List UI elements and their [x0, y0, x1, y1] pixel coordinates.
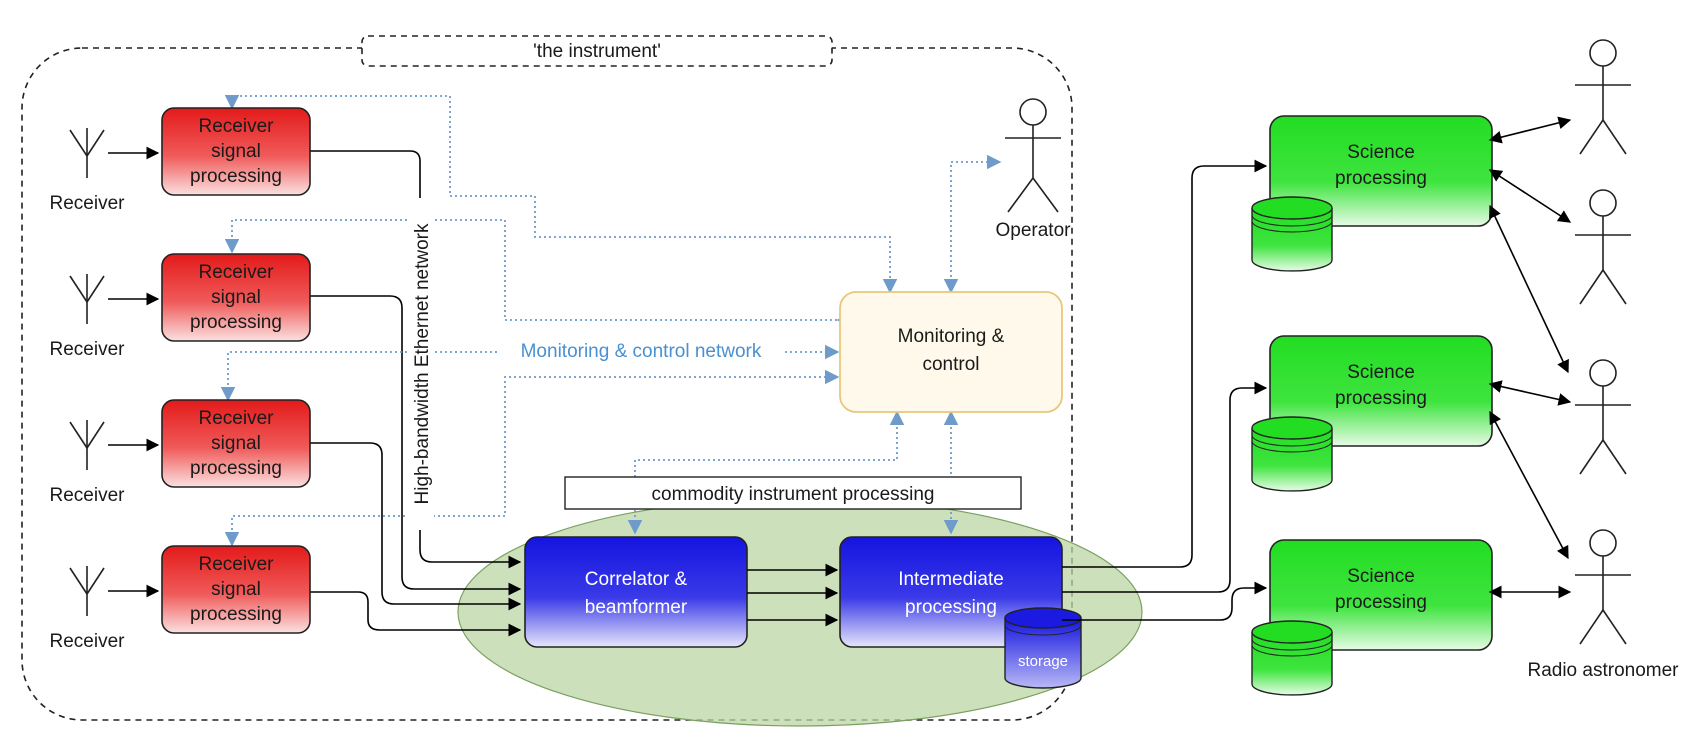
correlator-beamformer-box[interactable]: [524, 536, 748, 648]
monitoring-network-label-bg: [497, 337, 785, 363]
receiver-box-label: signal: [211, 579, 261, 600]
monitoring-control-label-1: Monitoring &: [898, 326, 1005, 347]
monitoring-control-label-2: control: [922, 354, 979, 375]
radio-astronomer-icon: [1575, 529, 1631, 645]
commodity-label-box: [564, 476, 1022, 510]
receiver-box-label: processing: [190, 458, 282, 479]
database-cylinder-icon: [1251, 620, 1333, 696]
radio-astronomer-icon: [1575, 189, 1631, 305]
instrument-label: 'the instrument': [533, 41, 661, 62]
receiver-label: Receiver: [50, 631, 126, 652]
receiver-box-label: processing: [190, 604, 282, 625]
receiver-box-label: Receiver: [199, 116, 275, 137]
receiver-box-label: signal: [211, 433, 261, 454]
radio-astronomer-label: Radio astronomer: [1527, 660, 1679, 681]
radio-astronomer-icon: [1575, 39, 1631, 155]
science-box-label: Science: [1347, 566, 1415, 587]
database-cylinder-icon: [1251, 196, 1333, 272]
receiver-box-label: processing: [190, 166, 282, 187]
correlator-label-2: beamformer: [585, 597, 688, 618]
science-processing-unit: Science processing: [1251, 539, 1493, 696]
receiver-signal-processing-box[interactable]: [161, 545, 311, 634]
ethernet-network-label: High-bandwidth Ethernet network: [412, 223, 433, 504]
receiver-box-label: signal: [211, 287, 261, 308]
receiver-box-label: signal: [211, 141, 261, 162]
science-box-label: processing: [1335, 168, 1427, 189]
correlator-to-intermediate-arrows: [747, 563, 839, 627]
science-processing-unit: Science processing: [1251, 335, 1493, 492]
receiver-signal-processing-box[interactable]: [161, 253, 311, 342]
operator-figure: [1005, 98, 1061, 213]
monitoring-control-box[interactable]: [839, 291, 1063, 413]
ethernet-label-bg: [408, 198, 434, 530]
receiver-box-label: processing: [190, 312, 282, 333]
antenna-icon: [69, 274, 105, 324]
antenna-icon: [69, 420, 105, 470]
intermediate-to-science-lines: [1062, 159, 1268, 621]
radio-astronomer-icon: [1575, 359, 1631, 475]
receivers: ReceiverReceiversignalprocessingReceiver…: [50, 107, 311, 652]
monitoring-network-label: Monitoring & control network: [521, 341, 762, 362]
science-box-label: processing: [1335, 388, 1427, 409]
storage-label: storage: [1018, 653, 1068, 670]
receiver-signal-processing-box[interactable]: [161, 399, 311, 488]
antenna-icon: [69, 566, 105, 616]
receiver-label: Receiver: [50, 485, 126, 506]
intermediate-label-2: processing: [905, 597, 997, 618]
receiver-label: Receiver: [50, 193, 126, 214]
operator-label: Operator: [996, 220, 1072, 241]
science-to-astronomer-arrows: [1488, 116, 1572, 599]
commodity-label: commodity instrument processing: [652, 484, 935, 505]
receiver-box-label: Receiver: [199, 554, 275, 575]
intermediate-label-1: Intermediate: [898, 569, 1004, 590]
science-box-label: processing: [1335, 592, 1427, 613]
receiver-box-label: Receiver: [199, 408, 275, 429]
radio-astronomers: [1575, 39, 1631, 645]
receiver-signal-processing-box[interactable]: [161, 107, 311, 196]
receiver-box-label: Receiver: [199, 262, 275, 283]
science-box-label: Science: [1347, 142, 1415, 163]
storage-cylinder-icon: [1004, 607, 1082, 689]
antenna-icon: [69, 128, 105, 178]
science-processing-unit: Science processing: [1251, 115, 1493, 272]
correlator-label-1: Correlator &: [585, 569, 688, 590]
database-cylinder-icon: [1251, 416, 1333, 492]
science-box-label: Science: [1347, 362, 1415, 383]
science-processing-group: ScienceprocessingScienceprocessingScienc…: [1251, 115, 1493, 696]
instrument-label-box: [361, 35, 833, 67]
receiver-label: Receiver: [50, 339, 126, 360]
